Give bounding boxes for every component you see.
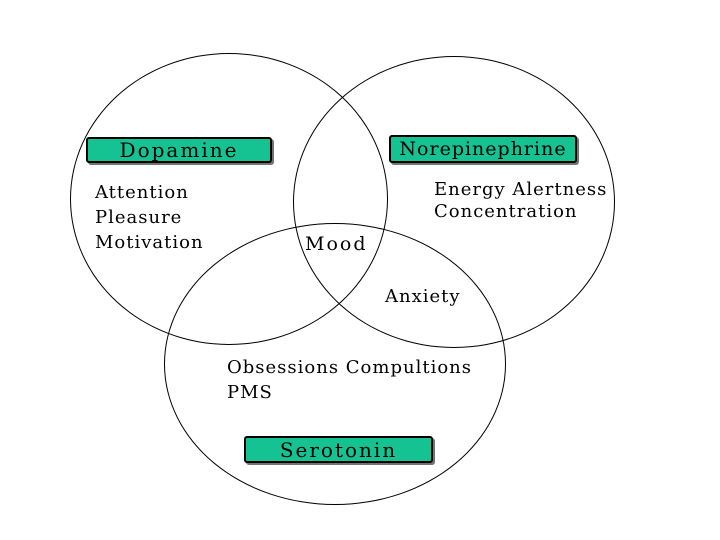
serotonin-item-obsessions-compultions: Obsessions Compultions: [227, 357, 472, 378]
dopamine-item-attention: Attention: [95, 182, 189, 203]
serotonin-label: Serotonin: [279, 437, 398, 462]
norepinephrine-items: Energy Alertness Concentration: [434, 179, 607, 223]
dopamine-items: Attention Pleasure Motivation: [95, 180, 204, 255]
norepinephrine-label: Norepinephrine: [399, 138, 567, 160]
dopamine-label-box: Dopamine: [86, 137, 272, 163]
serotonin-circle: [164, 223, 506, 505]
norepinephrine-item-concentration: Concentration: [434, 201, 578, 222]
dopamine-item-motivation: Motivation: [95, 232, 204, 253]
overlap-label-mood: Mood: [305, 233, 368, 255]
norepinephrine-item-energy-alertness: Energy Alertness: [434, 179, 608, 200]
dopamine-item-pleasure: Pleasure: [95, 207, 183, 228]
serotonin-items: Obsessions Compultions PMS: [227, 355, 472, 405]
dopamine-label: Dopamine: [119, 138, 239, 162]
serotonin-label-box: Serotonin: [244, 436, 433, 463]
serotonin-item-pms: PMS: [227, 382, 273, 403]
overlap-label-anxiety: Anxiety: [385, 286, 461, 307]
norepinephrine-label-box: Norepinephrine: [389, 135, 577, 163]
